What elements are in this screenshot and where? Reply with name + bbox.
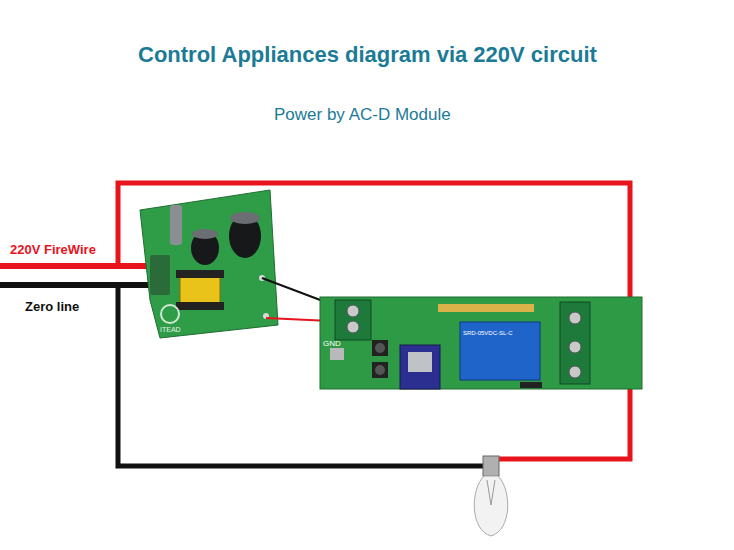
brand-label: ITEAD (160, 326, 181, 333)
wire-label: Zero line (25, 299, 79, 314)
subtitle: Power by AC-D Module (274, 105, 451, 125)
fire-wire (0, 263, 160, 269)
relay-board (320, 297, 642, 389)
part-label: SRD-05VDC-SL-C (463, 330, 513, 336)
wire-label: 220V FireWire (8, 242, 98, 257)
pin-label: GND (323, 339, 341, 348)
zero-wire (0, 282, 160, 288)
acdc-module (140, 190, 278, 338)
light-bulb (474, 456, 508, 536)
diagram-title: Control Appliances diagram via 220V circ… (138, 42, 597, 68)
